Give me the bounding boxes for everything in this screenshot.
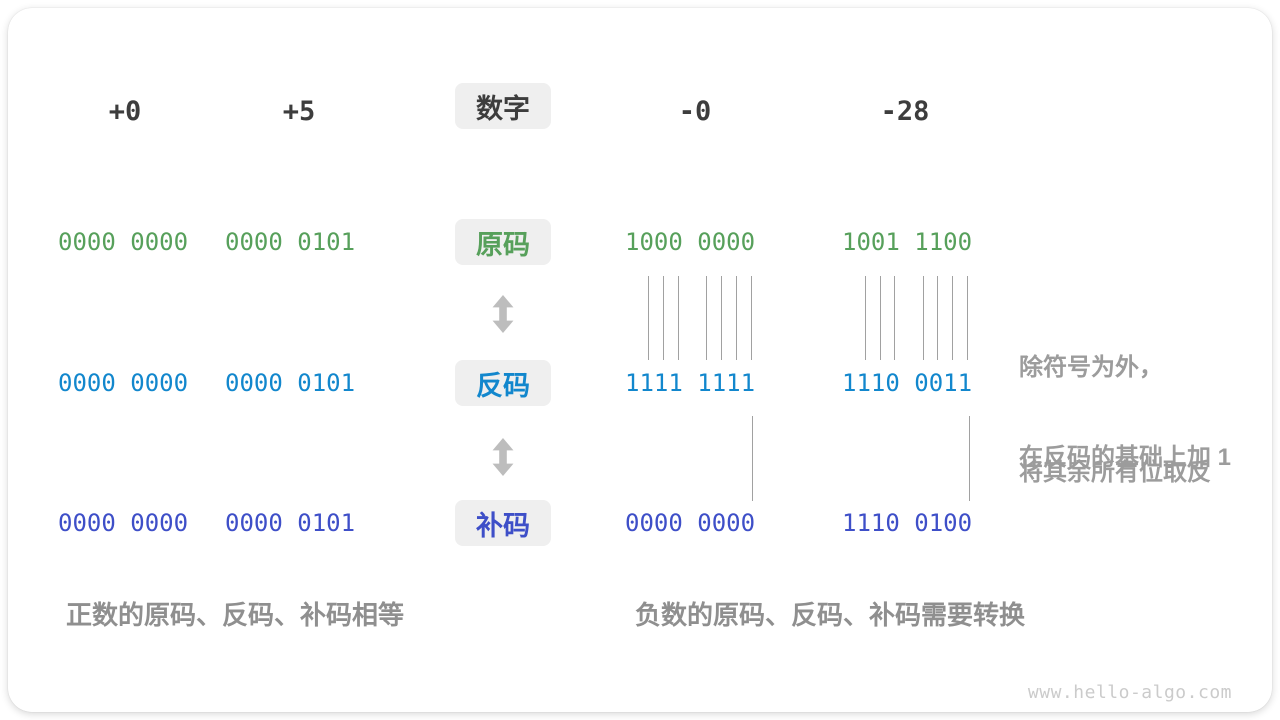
add-one-annotation: 在反码的基础上加 1 bbox=[1019, 444, 1232, 471]
ones-complement-value-plus-five: 0000 0101 bbox=[225, 369, 356, 397]
ones-complement-value-minus-28: 1110 0011 bbox=[842, 369, 973, 397]
bit-flip-line bbox=[648, 276, 649, 360]
column-header-number-tag: 数字 bbox=[455, 83, 551, 129]
bit-flip-line bbox=[706, 276, 707, 360]
ones-complement-tag: 反码 bbox=[455, 360, 551, 406]
column-header-minus-zero: -0 bbox=[678, 96, 712, 127]
bit-flip-line bbox=[894, 276, 895, 360]
negative-numbers-caption: 负数的原码、反码、补码需要转换 bbox=[635, 600, 1026, 630]
sign-magnitude-value-minus-28: 1001 1100 bbox=[842, 228, 973, 256]
sign-magnitude-tag: 原码 bbox=[455, 219, 551, 265]
sign-magnitude-value-minus-zero: 1000 0000 bbox=[625, 228, 756, 256]
diagram-card: +0 +5 数字 -0 -28 0000 0000 0000 0101 原码 1… bbox=[8, 8, 1272, 712]
bit-flip-line bbox=[880, 276, 881, 360]
add-one-line bbox=[752, 416, 753, 501]
twos-complement-tag-label: 补码 bbox=[476, 510, 530, 541]
column-header-minus-twenty-eight: -28 bbox=[880, 96, 930, 127]
flip-bits-annotation-line2: 将其余所有位取反 bbox=[1019, 459, 1211, 486]
bit-flip-line bbox=[865, 276, 866, 360]
twos-complement-value-plus-five: 0000 0101 bbox=[225, 509, 356, 537]
sign-magnitude-value-plus-five: 0000 0101 bbox=[225, 228, 356, 256]
twos-complement-value-plus-zero: 0000 0000 bbox=[58, 509, 189, 537]
positive-numbers-caption: 正数的原码、反码、补码相等 bbox=[66, 600, 405, 630]
bit-flip-line bbox=[937, 276, 938, 360]
add-one-line bbox=[969, 416, 970, 501]
bit-flip-line bbox=[736, 276, 737, 360]
column-header-plus-five: +5 bbox=[282, 96, 316, 127]
bit-flip-line bbox=[923, 276, 924, 360]
flip-bits-annotation-line1: 除符号为外， bbox=[1019, 354, 1163, 381]
ones-complement-tag-label: 反码 bbox=[476, 370, 530, 401]
twos-complement-value-minus-zero: 0000 0000 bbox=[625, 509, 756, 537]
bit-flip-line bbox=[952, 276, 953, 360]
sign-magnitude-tag-label: 原码 bbox=[476, 229, 530, 260]
ones-complement-value-minus-zero: 1111 1111 bbox=[625, 369, 756, 397]
ones-complement-value-plus-zero: 0000 0000 bbox=[58, 369, 189, 397]
twos-complement-value-minus-28: 1110 0100 bbox=[842, 509, 973, 537]
flip-bits-annotation: 除符号为外， 将其余所有位取反 bbox=[1019, 280, 1211, 560]
updown-arrow-icon bbox=[492, 438, 514, 476]
twos-complement-tag: 补码 bbox=[455, 500, 551, 546]
updown-arrow-icon bbox=[492, 295, 514, 333]
sign-magnitude-value-plus-zero: 0000 0000 bbox=[58, 228, 189, 256]
bit-flip-line bbox=[678, 276, 679, 360]
bit-flip-line bbox=[721, 276, 722, 360]
column-header-plus-zero: +0 bbox=[108, 96, 142, 127]
bit-flip-line bbox=[663, 276, 664, 360]
site-watermark: www.hello-algo.com bbox=[1027, 682, 1232, 703]
bit-flip-line bbox=[751, 276, 752, 360]
number-tag-label: 数字 bbox=[476, 93, 530, 124]
bit-flip-line bbox=[967, 276, 968, 360]
